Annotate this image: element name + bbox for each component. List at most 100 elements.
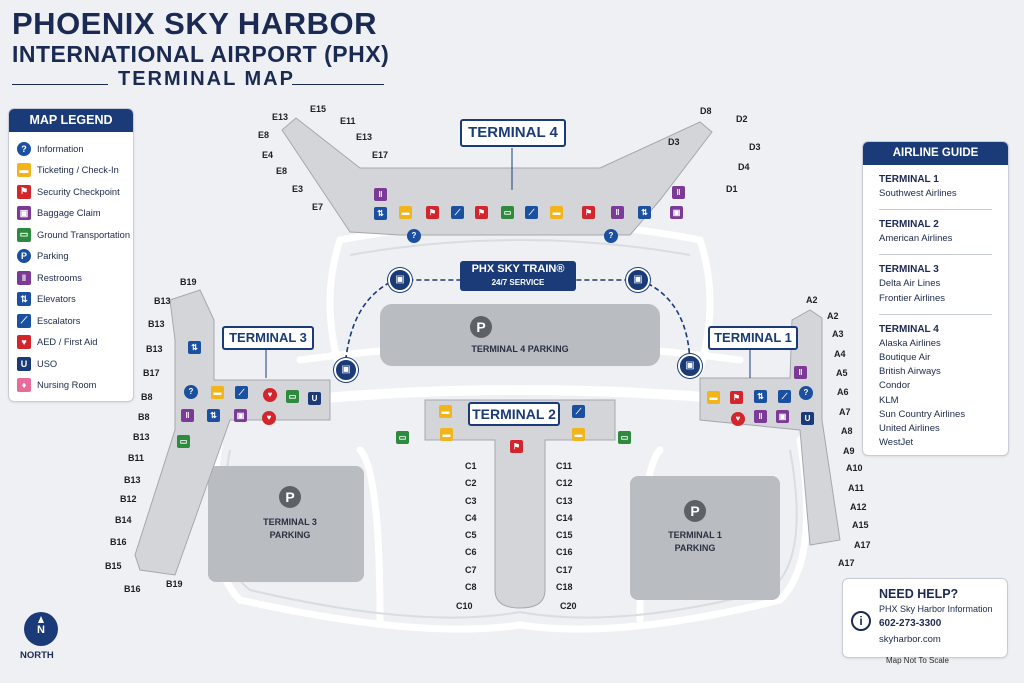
aed-first-aid-icon[interactable]: ♥: [263, 388, 277, 402]
airline-name[interactable]: KLM: [879, 394, 899, 406]
b-gate-label[interactable]: B13: [124, 475, 141, 485]
sky-train-station-icon[interactable]: ▣: [678, 354, 702, 378]
sky-train-label[interactable]: PHX SKY TRAIN® 24/7 SERVICE: [460, 261, 576, 291]
a-gate-label[interactable]: A3: [832, 329, 844, 339]
terminal-3-parking-label[interactable]: TERMINAL 3 PARKING: [240, 516, 340, 542]
elevators-icon[interactable]: ⇅: [188, 341, 201, 354]
b-gate-label[interactable]: B8: [141, 392, 153, 402]
b-gate-label[interactable]: B15: [105, 561, 122, 571]
d-gate-label[interactable]: D4: [738, 162, 750, 172]
help-website[interactable]: skyharbor.com: [879, 634, 941, 645]
b-gate-label[interactable]: B19: [180, 277, 197, 287]
c-gate-label[interactable]: C3: [465, 496, 477, 506]
b-gate-label[interactable]: B13: [148, 319, 165, 329]
escalators-icon[interactable]: ⟋: [451, 206, 464, 219]
elevators-icon[interactable]: ⇅: [207, 409, 220, 422]
airline-name[interactable]: Delta Air Lines: [879, 278, 941, 290]
help-phone[interactable]: 602-273-3300: [879, 618, 942, 629]
sky-train-station-icon[interactable]: ▣: [626, 268, 650, 292]
d-gate-label[interactable]: D8: [700, 106, 712, 116]
c-gate-label[interactable]: C2: [465, 478, 477, 488]
aed-first-aid-icon[interactable]: ♥: [262, 411, 276, 425]
e-gate-label[interactable]: E13: [356, 132, 373, 142]
ground-transportation-icon[interactable]: ▭: [618, 431, 631, 444]
security-icon[interactable]: ⚑: [510, 440, 523, 453]
c-gate-label[interactable]: C7: [465, 565, 477, 575]
a-gate-label[interactable]: A2: [827, 311, 839, 321]
escalators-icon[interactable]: ⟋: [235, 386, 248, 399]
ground-transportation-icon[interactable]: ▭: [396, 431, 409, 444]
airline-name[interactable]: Southwest Airlines: [879, 188, 957, 199]
e-gate-label[interactable]: E8: [276, 166, 288, 176]
b-gate-label[interactable]: B16: [124, 584, 141, 594]
b-gate-label[interactable]: B13: [133, 432, 150, 442]
security-icon[interactable]: ⚑: [582, 206, 595, 219]
e-gate-label[interactable]: E4: [262, 150, 274, 160]
restrooms-icon[interactable]: ‖: [754, 410, 767, 423]
information-icon[interactable]: ?: [407, 229, 421, 243]
ticketing-icon[interactable]: ▬: [440, 428, 453, 441]
restrooms-icon[interactable]: ‖: [794, 366, 807, 379]
restrooms-icon[interactable]: ‖: [374, 188, 387, 201]
c-gate-label[interactable]: C15: [556, 530, 573, 540]
c-gate-label[interactable]: C6: [465, 547, 477, 557]
airline-name[interactable]: Alaska Airlines: [879, 337, 941, 349]
security-icon[interactable]: ⚑: [426, 206, 439, 219]
baggage-claim-icon[interactable]: ▣: [776, 410, 789, 423]
d-gate-label[interactable]: D2: [736, 114, 748, 124]
elevators-icon[interactable]: ⇅: [374, 207, 387, 220]
ground-transportation-icon[interactable]: ▭: [177, 435, 190, 448]
e-gate-label[interactable]: E7: [312, 202, 324, 212]
a-gate-label[interactable]: A6: [837, 387, 849, 397]
airline-name[interactable]: Frontier Airlines: [879, 292, 945, 304]
c-gate-label[interactable]: C1: [465, 461, 477, 471]
a-gate-label[interactable]: A5: [836, 368, 848, 378]
a-gate-label[interactable]: A12: [850, 502, 867, 512]
baggage-claim-icon[interactable]: ▣: [234, 409, 247, 422]
a-gate-label[interactable]: A4: [834, 349, 846, 359]
a-gate-label[interactable]: A2: [806, 295, 818, 305]
c-gate-label[interactable]: C18: [556, 582, 573, 592]
b-gate-label[interactable]: B13: [154, 296, 171, 306]
information-icon[interactable]: ?: [604, 229, 618, 243]
b-gate-label[interactable]: B13: [146, 344, 163, 354]
airline-name[interactable]: American Airlines: [879, 233, 953, 245]
elevators-icon[interactable]: ⇅: [754, 390, 767, 403]
airline-name[interactable]: United Airlines: [879, 422, 940, 434]
c-gate-label[interactable]: C11: [556, 461, 573, 471]
c-gate-label[interactable]: C8: [465, 582, 477, 592]
terminal-3-label[interactable]: TERMINAL 3: [222, 326, 314, 350]
b-gate-label[interactable]: B19: [166, 579, 183, 589]
restrooms-icon[interactable]: ‖: [611, 206, 624, 219]
a-gate-label[interactable]: A17: [838, 558, 855, 568]
airline-name[interactable]: Sun Country Airlines: [879, 408, 966, 420]
c-gate-label[interactable]: C4: [465, 513, 477, 523]
ticketing-icon[interactable]: ▬: [211, 386, 224, 399]
uso-icon[interactable]: U: [308, 392, 321, 405]
uso-icon[interactable]: U: [801, 412, 814, 425]
c-gate-label[interactable]: C20: [560, 601, 577, 611]
a-gate-label[interactable]: A9: [843, 446, 855, 456]
restrooms-icon[interactable]: ‖: [672, 186, 685, 199]
security-icon[interactable]: ⚑: [730, 391, 743, 404]
airline-name[interactable]: British Airways: [879, 366, 941, 378]
c-gate-label[interactable]: C16: [556, 547, 573, 557]
ground-transportation-icon[interactable]: ▭: [286, 390, 299, 403]
terminal-1-label[interactable]: TERMINAL 1: [708, 326, 798, 350]
e-gate-label[interactable]: E8: [258, 130, 270, 140]
a-gate-label[interactable]: A15: [852, 520, 869, 530]
terminal-4-label[interactable]: TERMINAL 4: [460, 119, 566, 147]
c-gate-label[interactable]: C12: [556, 478, 573, 488]
a-gate-label[interactable]: A10: [846, 463, 863, 473]
d-gate-label[interactable]: D3: [668, 137, 680, 147]
ticketing-icon[interactable]: ▬: [550, 206, 563, 219]
terminal-1-parking-label[interactable]: TERMINAL 1 PARKING: [645, 529, 745, 555]
c-gate-label[interactable]: C17: [556, 565, 573, 575]
security-icon[interactable]: ⚑: [475, 206, 488, 219]
b-gate-label[interactable]: B17: [143, 368, 160, 378]
airline-name[interactable]: Condor: [879, 380, 911, 392]
e-gate-label[interactable]: E3: [292, 184, 304, 194]
information-icon[interactable]: ?: [184, 385, 198, 399]
escalators-icon[interactable]: ⟋: [525, 206, 538, 219]
a-gate-label[interactable]: A17: [854, 540, 871, 550]
